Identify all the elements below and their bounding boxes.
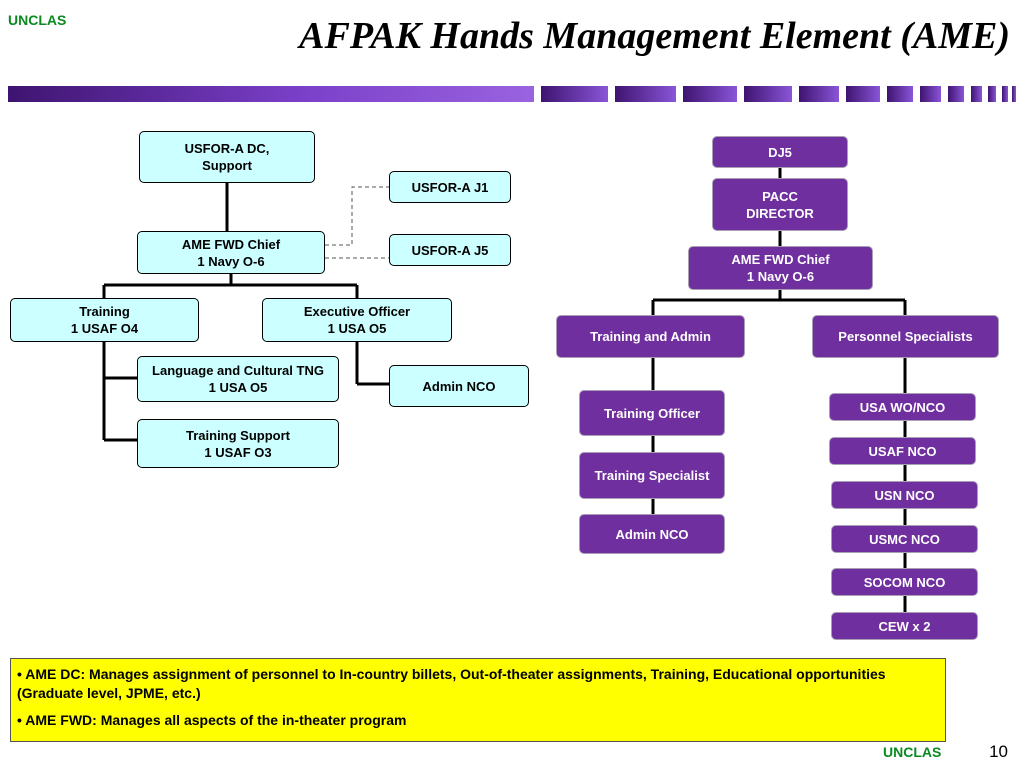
node-usfor-a-j5: USFOR-A J5 (389, 234, 511, 266)
node-training-officer: Training Officer (579, 390, 725, 436)
node-training: Training 1 USAF O4 (10, 298, 199, 342)
node-usn-nco: USN NCO (831, 481, 978, 509)
node-training-specialist: Training Specialist (579, 452, 725, 499)
node-executive-officer: Executive Officer 1 USA O5 (262, 298, 452, 342)
node-language-cultural-tng: Language and Cultural TNG 1 USA O5 (137, 356, 339, 402)
page-number: 10 (989, 742, 1008, 761)
classification-top: UNCLAS (8, 12, 67, 28)
node-right-ame-fwd-chief: AME FWD Chief 1 Navy O-6 (688, 246, 873, 290)
node-training-support: Training Support 1 USAF O3 (137, 419, 339, 468)
node-usa-wo-nco: USA WO/NCO (829, 393, 976, 421)
node-left-admin-nco: Admin NCO (389, 365, 529, 407)
node-dj5: DJ5 (712, 136, 848, 168)
notes-box: • AME DC: Manages assignment of personne… (10, 658, 946, 742)
node-training-and-admin: Training and Admin (556, 315, 745, 358)
note-ame-dc: • AME DC: Manages assignment of personne… (17, 666, 886, 701)
node-left-ame-fwd-chief: AME FWD Chief 1 Navy O-6 (137, 231, 325, 274)
title-band (8, 86, 1016, 102)
classification-bottom: UNCLAS (883, 744, 942, 760)
node-socom-nco: SOCOM NCO (831, 568, 978, 596)
node-pacc-director: PACC DIRECTOR (712, 178, 848, 231)
page-title: AFPAK Hands Management Element (AME) (299, 15, 1010, 57)
node-right-admin-nco: Admin NCO (579, 514, 725, 554)
node-usaf-nco: USAF NCO (829, 437, 976, 465)
node-usfor-a-j1: USFOR-A J1 (389, 171, 511, 203)
node-usmc-nco: USMC NCO (831, 525, 978, 553)
node-usfor-a-dc-support: USFOR-A DC, Support (139, 131, 315, 183)
node-personnel-specialists: Personnel Specialists (812, 315, 999, 358)
node-cew-x2: CEW x 2 (831, 612, 978, 640)
note-ame-fwd: • AME FWD: Manages all aspects of the in… (17, 712, 407, 728)
